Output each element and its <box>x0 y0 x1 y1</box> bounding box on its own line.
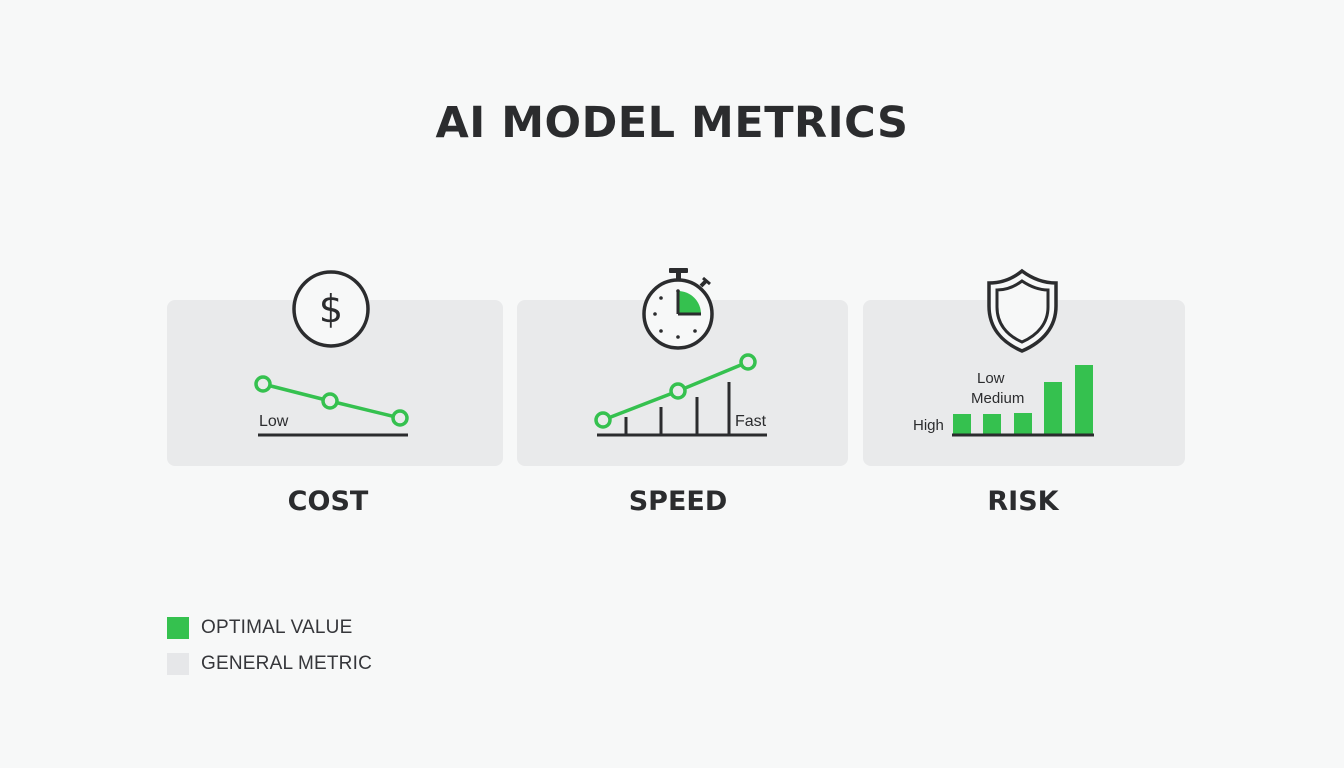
legend-general-label: GENERAL METRIC <box>201 653 373 674</box>
legend-optimal-label: OPTIMAL VALUE <box>201 617 353 638</box>
cost-label: COST <box>287 486 369 517</box>
speed-line-chart <box>594 353 767 437</box>
risk-annotation-medium: Medium <box>971 390 1025 407</box>
risk-annotation-high: High <box>913 417 944 434</box>
dollar-circle-icon: $ <box>292 270 370 348</box>
legend-optimal-value: OPTIMAL VALUE <box>167 617 352 639</box>
svg-text:$: $ <box>319 287 343 331</box>
risk-bar-chart <box>952 365 1094 437</box>
optimal-swatch <box>167 617 189 639</box>
page-title: AI MODEL METRICS <box>435 98 909 148</box>
speed-annotation-fast: Fast <box>735 413 767 430</box>
stopwatch-icon <box>642 268 714 350</box>
cost-annotation-low: Low <box>259 413 289 430</box>
risk-annotation-low: Low <box>977 370 1005 387</box>
legend-general-metric: GENERAL METRIC <box>167 653 372 675</box>
cost-line-chart <box>254 375 409 437</box>
speed-label: SPEED <box>628 486 728 517</box>
shield-icon <box>987 268 1058 353</box>
general-swatch <box>167 653 189 675</box>
risk-label: RISK <box>987 486 1059 517</box>
